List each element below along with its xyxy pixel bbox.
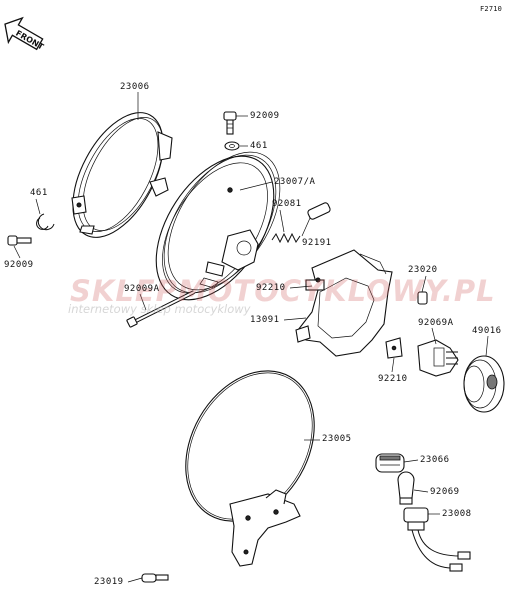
part-label-461-top: 461 — [250, 141, 268, 151]
headlight-rim-23006 — [71, 112, 173, 238]
cap-23020 — [417, 291, 428, 305]
part-label-92081: 92081 — [272, 199, 302, 209]
headlight-body-23007 — [155, 151, 281, 301]
part-label-49016: 49016 — [472, 326, 502, 336]
headlight-lens-23005 — [185, 370, 315, 567]
part-label-92210-upper: 92210 — [256, 283, 286, 293]
grommet-23066 — [375, 453, 405, 473]
part-label-23020: 23020 — [408, 265, 438, 275]
part-label-92069: 92069 — [430, 487, 460, 497]
part-label-92009-left: 92009 — [4, 260, 34, 270]
figure-code: F2710 — [480, 5, 503, 13]
washer-461-left — [36, 213, 55, 231]
part-label-13091: 13091 — [250, 315, 280, 325]
bulb-92069a — [417, 339, 459, 377]
part-label-92210-lower: 92210 — [378, 374, 408, 384]
spring-92081 — [271, 232, 301, 244]
part-label-23019: 23019 — [94, 577, 124, 587]
bolt-92009a — [126, 290, 195, 328]
part-label-23008: 23008 — [442, 509, 472, 519]
leader-lines — [13, 92, 489, 583]
part-label-23005: 23005 — [322, 434, 352, 444]
clip-92210-lower — [385, 337, 403, 359]
part-label-461-left: 461 — [30, 188, 48, 198]
part-label-92191: 92191 — [302, 238, 332, 248]
part-label-92009a: 92009A — [124, 284, 160, 294]
rubber-cap-49016 — [463, 355, 505, 413]
part-label-92069a: 92069A — [418, 318, 454, 328]
front-arrow-icon: FRONT — [4, 16, 46, 52]
screw-23019 — [141, 573, 169, 583]
washer-461-top — [224, 141, 240, 151]
part-label-23006: 23006 — [120, 82, 150, 92]
bulb-92069 — [397, 471, 415, 505]
socket-23008 — [403, 507, 471, 572]
screw-92009-left — [7, 235, 32, 246]
part-label-23007a: 23007/A — [274, 177, 316, 187]
part-label-92009-top: 92009 — [250, 111, 280, 121]
screw-92009-top — [223, 111, 237, 135]
collar-92191 — [307, 202, 331, 220]
part-label-23066: 23066 — [420, 455, 450, 465]
bracket-13091 — [295, 249, 393, 357]
